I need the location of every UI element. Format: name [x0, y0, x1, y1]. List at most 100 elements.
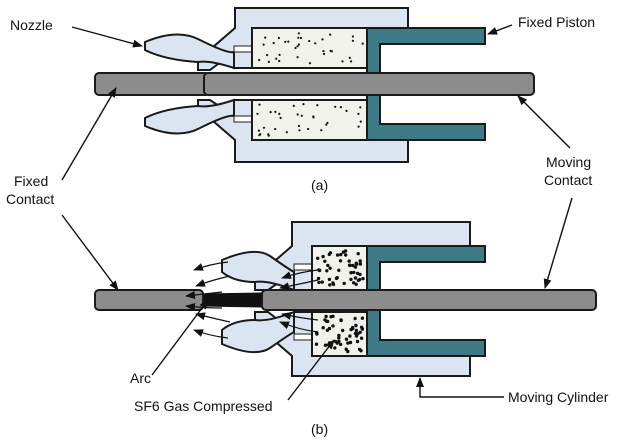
gas-chamber-lower-a	[251, 99, 368, 141]
gas-particle	[314, 342, 319, 346]
gas-particle	[258, 58, 261, 62]
gas-particle	[322, 50, 325, 53]
gas-particle	[292, 104, 295, 107]
gas-particle	[325, 328, 330, 332]
gas-particle	[297, 32, 300, 35]
gas-particle	[348, 263, 352, 268]
gas-particle	[354, 282, 358, 286]
gas-particle	[352, 270, 356, 275]
gas-particle	[358, 272, 362, 277]
moving-contact-b	[261, 289, 597, 311]
state-b	[94, 221, 597, 377]
gas-particle	[343, 249, 348, 253]
gas-particles-a	[256, 32, 364, 137]
fixed-piston-a	[366, 27, 486, 141]
gas-particle	[299, 36, 303, 40]
gas-particle	[284, 40, 287, 43]
gas-particle	[342, 281, 346, 286]
gas-particle	[264, 36, 267, 39]
gas-particle	[352, 281, 356, 285]
gas-particle	[316, 276, 321, 281]
gas-particle	[353, 316, 357, 321]
gas-particle	[274, 127, 277, 131]
gas-particle	[358, 262, 363, 266]
gas-particle	[269, 111, 272, 114]
nozzle-leader	[71, 26, 143, 48]
moving-cylinder-leader	[416, 377, 504, 398]
gas-particle	[308, 62, 312, 65]
gas-particles-b	[314, 249, 365, 354]
gas-particle	[348, 56, 351, 60]
gas-particle	[344, 347, 348, 351]
gas-particle	[325, 123, 328, 126]
gas-particle	[337, 268, 341, 272]
gas-particle	[345, 109, 348, 112]
moving-contact-label-line2: Contact	[544, 172, 592, 188]
gas-particle	[353, 276, 358, 280]
gas-particle	[297, 43, 300, 46]
gas-particle	[312, 116, 315, 119]
gas-particle	[294, 46, 297, 50]
moving-contact-a	[203, 72, 535, 96]
fixed-piston-label: Fixed Piston	[518, 14, 595, 30]
gas-particle	[357, 112, 360, 115]
vent-upper-a	[233, 45, 253, 53]
gas-particle	[359, 106, 362, 109]
gas-particle	[344, 337, 349, 341]
gas-particle	[300, 114, 303, 117]
fixed-contact-b	[94, 289, 204, 311]
gas-particle	[320, 280, 324, 284]
vent-lower-a	[233, 115, 253, 123]
fixed-piston-leader	[487, 24, 513, 35]
gas-particle	[285, 131, 288, 134]
gas-particle	[338, 259, 343, 263]
gas-particle	[279, 116, 282, 120]
gas-particle	[328, 283, 332, 287]
gas-particle	[338, 342, 343, 347]
state-a	[94, 7, 535, 163]
gas-particle	[334, 339, 338, 344]
sf6-gas-label: SF6 Gas Compressed	[134, 398, 273, 414]
gas-particle	[326, 121, 329, 124]
gas-particle	[346, 341, 350, 345]
gas-particle	[327, 277, 332, 282]
gas-particle	[297, 124, 301, 128]
gas-particle	[278, 112, 281, 115]
gas-particle	[258, 134, 261, 137]
gas-particle	[339, 252, 343, 257]
gas-particle	[331, 314, 335, 318]
gas-particle	[356, 332, 360, 336]
caption-a: (a)	[311, 177, 328, 193]
gas-particle	[316, 104, 319, 107]
gas-particle	[307, 127, 310, 131]
gas-particle	[262, 43, 265, 46]
moving-contact-leader-a	[517, 95, 571, 149]
gas-particle	[339, 106, 342, 109]
gas-particle	[357, 125, 360, 128]
gas-particle	[274, 110, 277, 113]
gas-particle	[360, 316, 365, 320]
gas-particle	[308, 39, 311, 43]
fixed-contact-a	[94, 72, 211, 96]
gas-particle	[333, 346, 337, 350]
gas-flow-arrows	[185, 261, 319, 339]
arc	[199, 292, 263, 308]
gas-particle	[351, 35, 354, 38]
vent-lower-b	[293, 333, 313, 341]
gas-particle	[357, 347, 362, 352]
arc-leader	[151, 299, 209, 376]
moving-cylinder-label: Moving Cylinder	[508, 389, 609, 405]
gas-particle	[349, 277, 353, 282]
fixed-contact-label-line1: Fixed	[14, 173, 48, 189]
gas-particle	[347, 259, 351, 263]
gas-particle	[296, 56, 299, 59]
gas-particle	[320, 129, 323, 132]
gas-particle	[277, 36, 280, 40]
gas-particle	[314, 42, 317, 45]
gas-particle	[324, 314, 328, 319]
caption-b: (b)	[311, 421, 328, 437]
gas-particle	[326, 263, 330, 268]
gas-particle	[278, 59, 281, 63]
gas-particle	[334, 276, 339, 281]
